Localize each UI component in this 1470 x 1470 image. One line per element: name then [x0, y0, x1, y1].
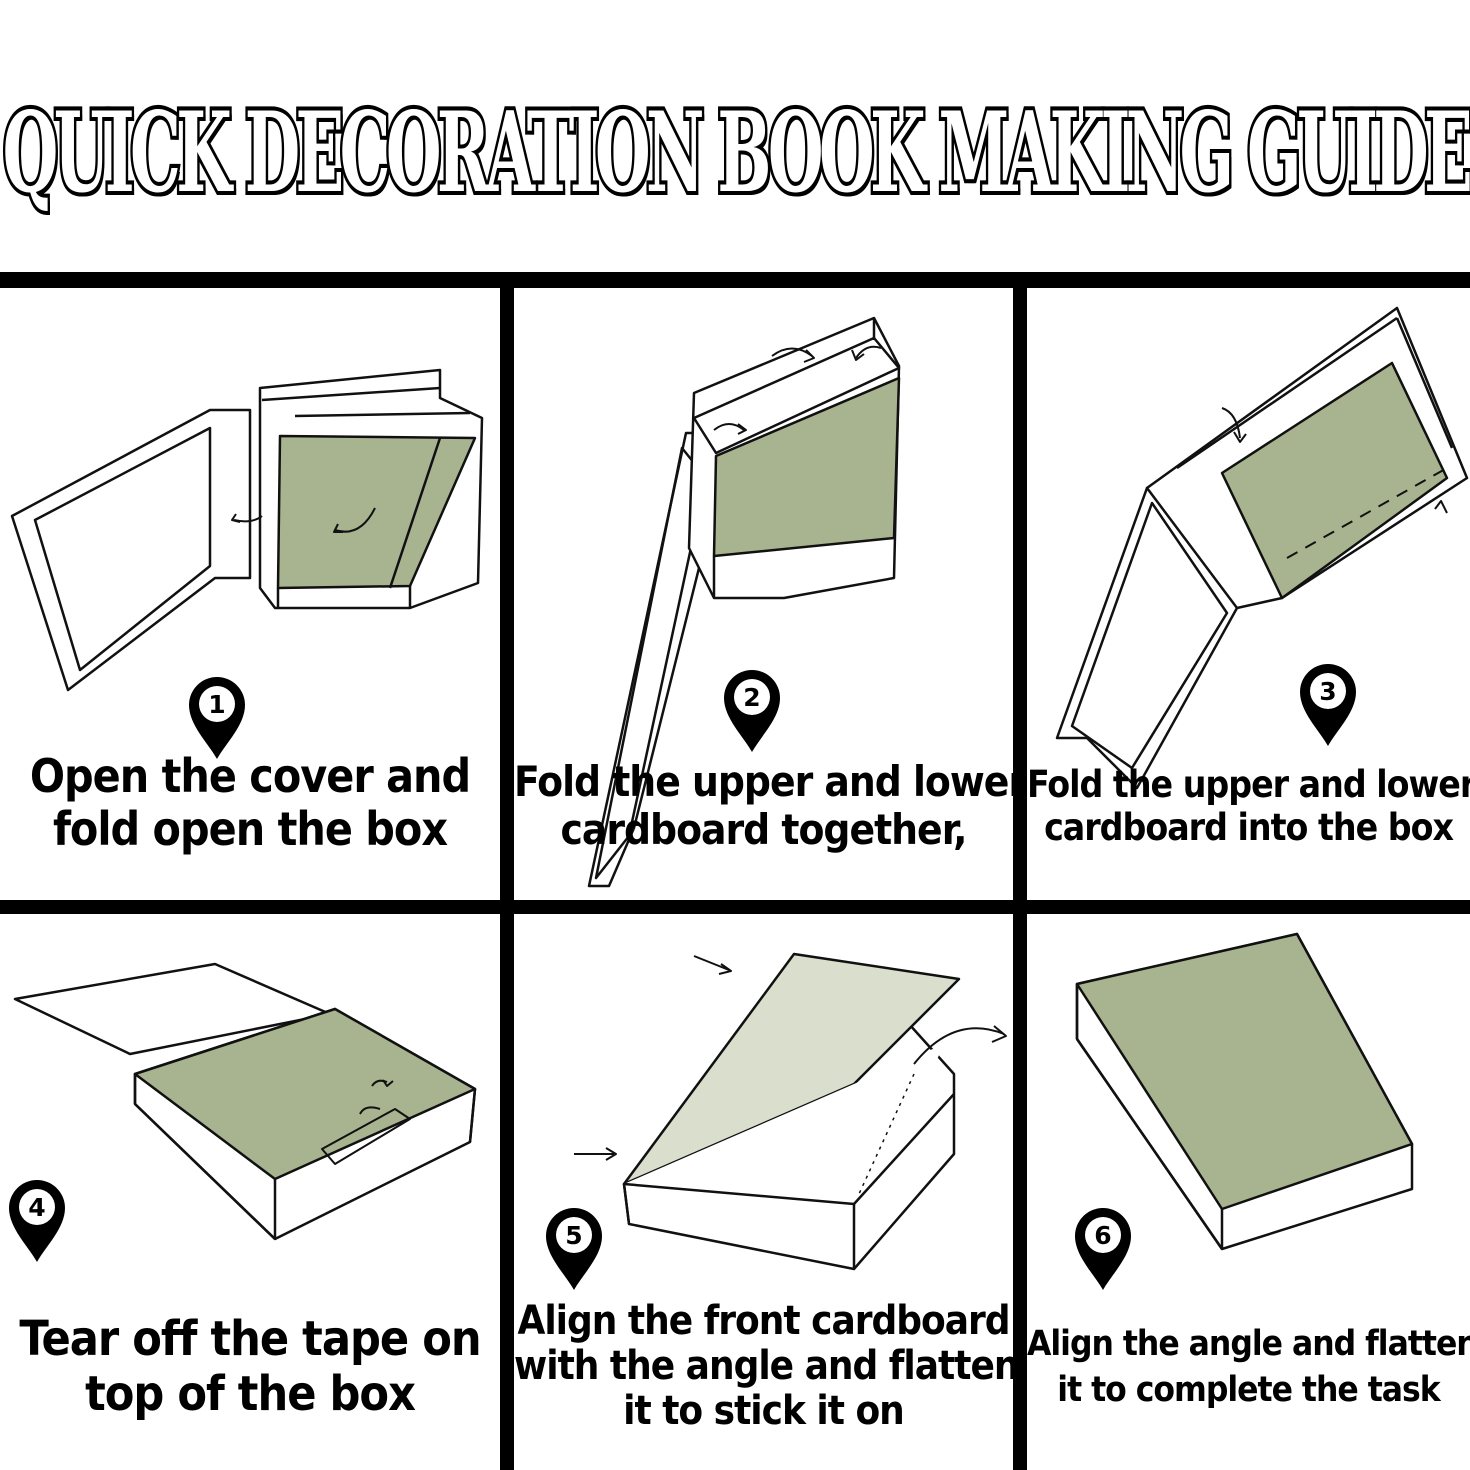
step-6-illustration	[1075, 932, 1414, 1251]
step-2-number: 2	[743, 683, 760, 712]
step-4-caption-line-2: top of the box	[85, 1366, 416, 1423]
step-3-panel: 3 Fold the upper and lower cardboard int…	[1027, 288, 1470, 900]
grid-middle-border	[0, 900, 1470, 914]
step-3-caption: Fold the upper and lower cardboard into …	[1027, 763, 1470, 849]
step-6-panel: 6 Align the angle and flatten it to comp…	[1027, 914, 1470, 1470]
step-2-illustration	[587, 316, 901, 888]
step-1-number: 1	[208, 690, 225, 719]
step-1-caption: Open the cover and fold open the box	[0, 750, 500, 856]
step-6-number: 6	[1094, 1221, 1111, 1250]
step-3-illustration	[1055, 306, 1469, 790]
step-2-caption-line-1: Fold the upper and lower	[514, 757, 1013, 806]
step-4-illustration	[13, 962, 477, 1241]
step-1-caption-line-2: fold open the box	[52, 801, 448, 856]
step-3-marker-icon: 3	[1300, 664, 1356, 746]
step-6-caption: Align the angle and flatten it to comple…	[1027, 1322, 1470, 1413]
step-3-number: 3	[1319, 677, 1336, 706]
step-2-caption-line-2: cardboard together,	[560, 805, 967, 855]
step-1-panel: 1 Open the cover and fold open the box	[0, 288, 500, 900]
step-3-caption-line-2: cardboard into the box	[1044, 805, 1454, 849]
step-4-marker-icon: 4	[9, 1180, 65, 1262]
step-3-caption-line-1: Fold the upper and lower	[1027, 763, 1470, 806]
step-5-panel: 5 Align the front cardboard with the ang…	[514, 914, 1013, 1470]
grid-divider-left	[500, 272, 514, 1470]
step-1-illustration	[10, 368, 484, 692]
step-6-marker-icon: 6	[1075, 1208, 1131, 1290]
step-4-caption-line-1: Tear off the tape on	[19, 1311, 481, 1367]
steps-grid: 1 Open the cover and fold open the box	[0, 272, 1470, 1470]
step-2-panel: 2 Fold the upper and lower cardboard tog…	[514, 288, 1013, 900]
step-5-caption-line-3: it to stick it on	[623, 1387, 905, 1434]
page-title-text: QUICK DECORATION BOOK MAKING GUIDE	[0, 84, 1470, 222]
step-5-caption: Align the front cardboard with the angle…	[514, 1299, 1013, 1433]
step-4-caption: Tear off the tape on top of the box	[0, 1311, 500, 1423]
step-5-caption-line-1: Align the front cardboard	[517, 1298, 1010, 1344]
grid-divider-right	[1013, 272, 1027, 1470]
step-2-marker-icon: 2	[724, 670, 780, 752]
step-4-panel: 4 Tear off the tape on top of the box	[0, 914, 500, 1470]
step-5-caption-line-2: with the angle and flatten	[514, 1342, 1013, 1389]
step-1-marker-icon: 1	[189, 677, 245, 759]
page-title: QUICK DECORATION BOOK MAKING GUIDE	[0, 78, 1470, 228]
step-1-caption-line-1: Open the cover and	[29, 749, 471, 803]
step-5-marker-icon: 5	[546, 1208, 602, 1290]
step-2-caption: Fold the upper and lower cardboard toget…	[514, 757, 1013, 855]
step-6-caption-line-1: Align the angle and flatten	[1027, 1324, 1470, 1364]
step-5-illustration	[574, 952, 1007, 1271]
step-5-number: 5	[565, 1221, 582, 1250]
step-6-caption-line-2: it to complete the task	[1057, 1369, 1440, 1410]
grid-top-border	[0, 272, 1470, 288]
step-4-number: 4	[28, 1193, 45, 1222]
